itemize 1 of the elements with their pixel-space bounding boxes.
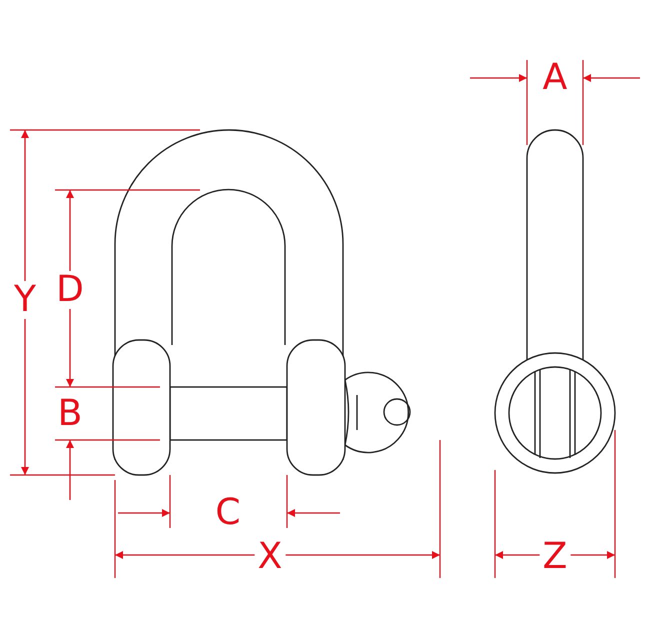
- dimension-label: Y: [11, 281, 39, 319]
